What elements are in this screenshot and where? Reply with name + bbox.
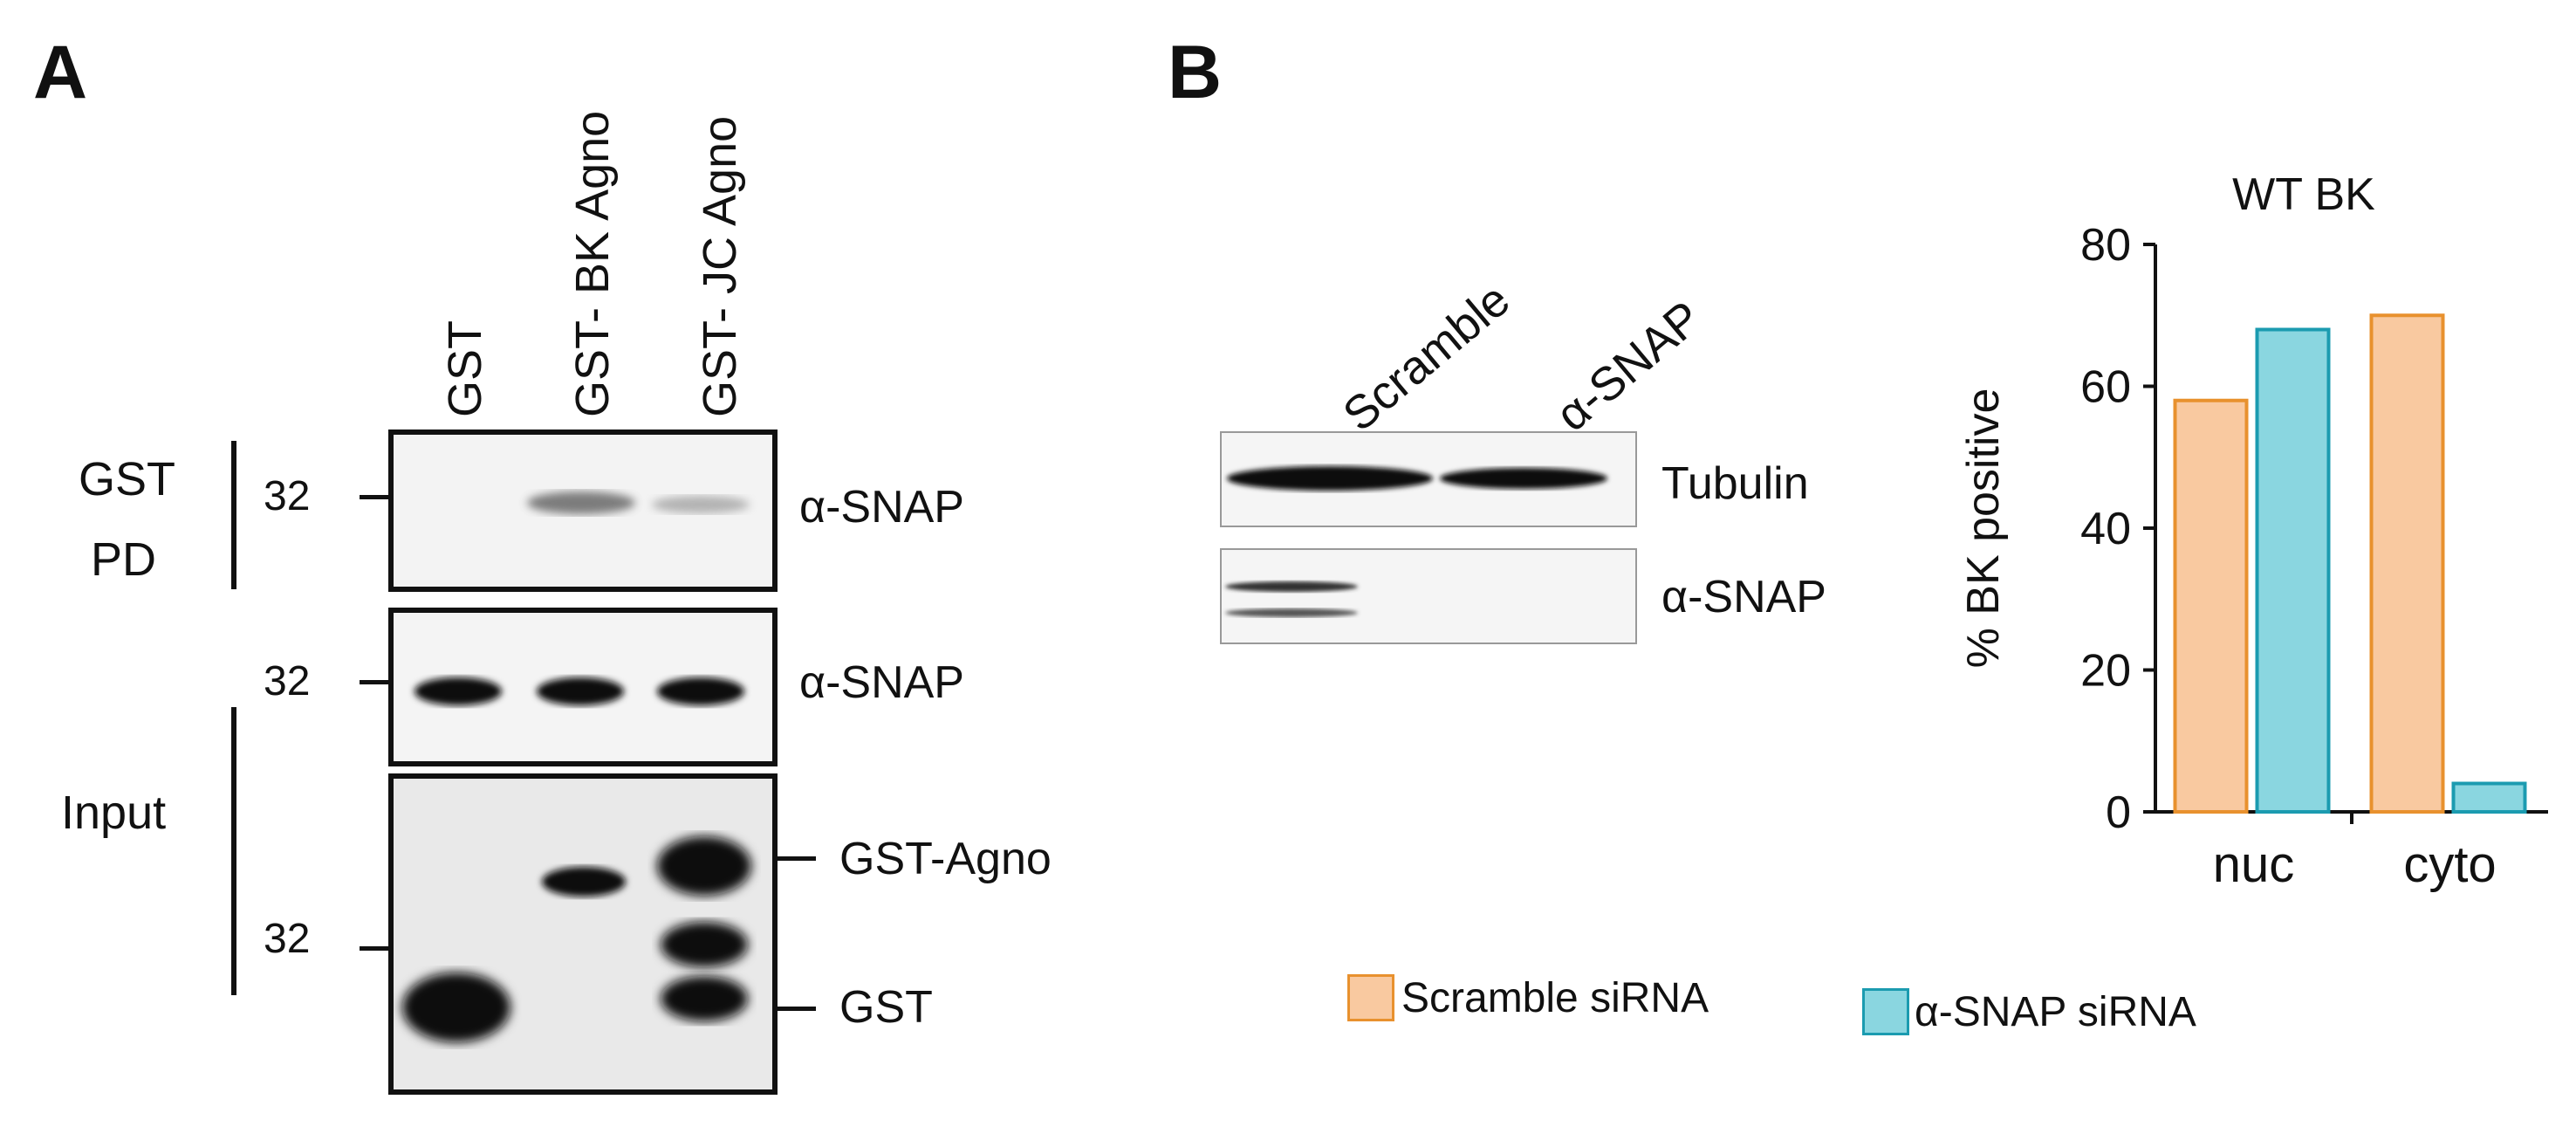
bar-nuc-snap xyxy=(2255,327,2331,814)
bar-chart-wt-bk: WT BK % BK positive 0 20 40 60 80 nuc cyto xyxy=(1958,169,2548,893)
band-bk-agno-snap-pd xyxy=(527,491,635,514)
y-axis-label: % BK positive xyxy=(1958,388,2009,669)
legend-label-snap: α-SNAP siRNA xyxy=(1915,989,2196,1035)
bar-cyto-scramble xyxy=(2369,313,2445,814)
mw-tick-1 xyxy=(360,495,393,499)
band-gst-jc-agno-top xyxy=(657,836,751,896)
legend-label-scramble: Scramble siRNA xyxy=(1401,975,1709,1021)
band-pointer-gst xyxy=(778,1007,816,1011)
input-bracket xyxy=(231,707,236,995)
band-gst-jc-agno-low xyxy=(661,976,748,1021)
lane-label-gst-jc-agno: GST- JC Agno xyxy=(694,115,746,417)
band-jc-snap-input xyxy=(657,677,744,705)
band-label-snap-2: α-SNAP xyxy=(799,657,964,708)
blot-input-gst-bands xyxy=(394,779,772,1089)
x-tick-label-nuc: nuc xyxy=(2213,836,2295,893)
panel-a-letter: A xyxy=(33,31,88,114)
band-tubulin-snap xyxy=(1440,468,1607,489)
y-tick-label: 0 xyxy=(2106,787,2131,838)
band-label-snap-b: α-SNAP xyxy=(1661,572,1826,622)
band-tubulin-scramble xyxy=(1227,466,1433,491)
x-tick-label-cyto: cyto xyxy=(2403,836,2496,893)
mw-tick-2 xyxy=(360,680,393,684)
bar-nuc-scramble xyxy=(2173,398,2249,814)
band-snap-scramble-upper xyxy=(1225,581,1358,592)
band-pointer-gst-agno xyxy=(778,856,816,861)
band-gst-free xyxy=(402,972,510,1042)
mw-marker-1: 32 xyxy=(264,473,311,519)
blot-input-snap-bands xyxy=(414,677,744,705)
blot-tubulin-bands xyxy=(1227,466,1607,491)
band-label-gst: GST xyxy=(839,982,933,1033)
y-tick-label: 20 xyxy=(2080,646,2131,697)
y-tick-label: 60 xyxy=(2080,362,2131,413)
bar-cyto-snap xyxy=(2451,781,2527,814)
group-label-pd: PD xyxy=(91,533,157,586)
band-label-snap-1: α-SNAP xyxy=(799,482,964,533)
band-gst-snap-input xyxy=(414,677,502,705)
band-label-gst-agno: GST-Agno xyxy=(839,834,1052,884)
chart-x-ticks: nuc cyto xyxy=(2213,812,2497,893)
lane-label-snap: α-SNAP xyxy=(1546,291,1711,442)
group-label-gst: GST xyxy=(79,453,176,505)
legend-swatch-scramble xyxy=(1347,974,1394,1021)
blot-gst-pd-bands xyxy=(527,491,750,514)
band-jc-agno-snap-pd xyxy=(652,496,750,513)
blot-gst-pd xyxy=(388,429,778,592)
band-gst-bk-agno xyxy=(542,867,626,897)
y-tick-label: 40 xyxy=(2080,504,2131,554)
band-label-tubulin: Tubulin xyxy=(1661,458,1809,509)
gst-pd-bracket xyxy=(231,441,236,589)
blot-snap-knockdown-bands xyxy=(1225,581,1358,617)
mw-marker-2: 32 xyxy=(264,658,311,704)
blot-input-gst xyxy=(388,773,778,1095)
band-bk-snap-input xyxy=(537,677,624,705)
blot-input-snap xyxy=(388,608,778,766)
lane-label-gst: GST xyxy=(439,320,491,417)
chart-title: WT BK xyxy=(2232,169,2375,220)
blot-tubulin xyxy=(1220,431,1637,527)
panel-b-letter: B xyxy=(1168,31,1223,114)
band-snap-scramble-lower xyxy=(1225,608,1358,617)
mw-marker-3: 32 xyxy=(264,916,311,962)
lane-label-scramble: Scramble xyxy=(1333,273,1520,442)
chart-bars xyxy=(2173,313,2527,814)
y-tick-label: 80 xyxy=(2080,220,2131,271)
chart-y-ticks: 0 20 40 60 80 xyxy=(2080,220,2155,838)
band-gst-jc-agno-mid xyxy=(661,922,748,967)
mw-tick-3 xyxy=(360,946,393,951)
blot-snap-knockdown xyxy=(1220,548,1637,644)
legend-swatch-snap xyxy=(1862,988,1909,1035)
lane-label-gst-bk-agno: GST- BK Agno xyxy=(566,110,619,417)
group-label-input: Input xyxy=(61,787,167,839)
